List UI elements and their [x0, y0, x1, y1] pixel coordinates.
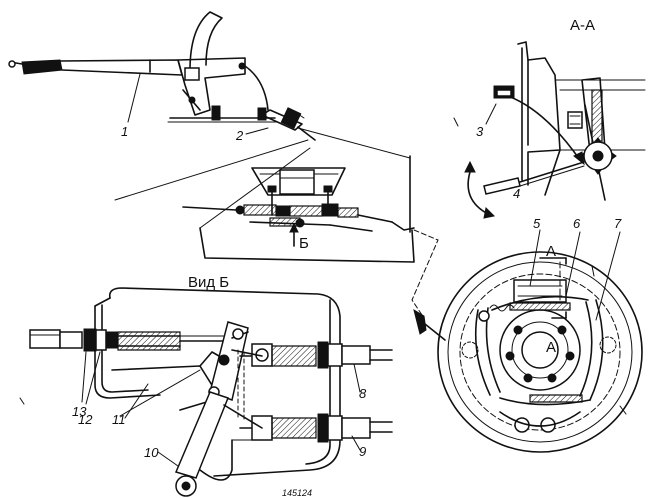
- callout-8: 8: [359, 386, 367, 401]
- section-a-a: [453, 41, 646, 219]
- callout-3: 3: [476, 124, 484, 139]
- leader-line: [199, 147, 311, 229]
- lever-grip: [21, 59, 63, 75]
- section-mark-label-2: А: [546, 339, 556, 356]
- view-b-equalizer: [19, 287, 393, 497]
- callout-6: 6: [573, 216, 581, 231]
- view-title: Вид Б: [188, 274, 229, 291]
- intermediate-rod: [174, 391, 229, 479]
- leader-line: [114, 139, 309, 201]
- brake-shoe-left: [474, 309, 491, 396]
- section-title: А-А: [570, 17, 595, 34]
- callout-7: 7: [614, 216, 622, 231]
- callout-13: 13: [72, 404, 87, 419]
- callout-10: 10: [144, 445, 159, 460]
- lever-shaft: [59, 59, 183, 76]
- callout-4: 4: [513, 186, 520, 201]
- callout-12: 12: [78, 412, 93, 427]
- cable-equalizer-enlarged: [182, 155, 415, 263]
- callout-1: 1: [121, 124, 128, 139]
- callout-11: 11: [112, 412, 126, 427]
- brake-backing-plate: [437, 251, 643, 453]
- lever-guide: [189, 11, 223, 71]
- equalizer-bracket: [108, 287, 341, 477]
- callout-5: 5: [533, 216, 541, 231]
- hand-brake-lever-assembly: [8, 11, 316, 141]
- callout-leaders: [81, 73, 361, 467]
- callout-9: 9: [359, 444, 366, 459]
- rear-brake-assembly: [437, 251, 643, 453]
- callout-2: 2: [235, 128, 244, 143]
- section-mark-label: А: [546, 243, 556, 260]
- view-b-arrow-label: Б: [299, 235, 309, 252]
- wheel-cylinder: [513, 279, 567, 303]
- drawing-code: 145124: [282, 488, 312, 498]
